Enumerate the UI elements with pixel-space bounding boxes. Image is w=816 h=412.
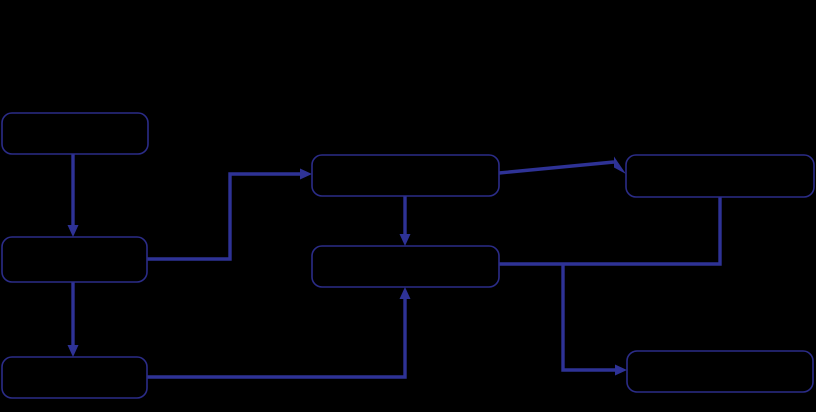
edge-righttop-to-centermiddle [499, 197, 722, 266]
edge-centertop-to-righttop-arrowhead-icon [614, 156, 626, 174]
box-center-middle [311, 245, 500, 288]
box-bottom-right [626, 350, 814, 393]
edge-centertop-to-centermiddle-arrowhead-icon [399, 234, 411, 246]
edge-midleft-to-bottomleft-arrowhead-icon [67, 345, 79, 357]
box-top-left [1, 112, 149, 155]
edge-bottomleft-to-centermiddle-arrowhead-icon [399, 287, 411, 299]
box-center-top [311, 154, 500, 197]
edge-topleft-to-midleft-arrowhead-icon [67, 225, 79, 237]
box-bottom-left [1, 356, 148, 399]
edge-centertop-to-righttop [498, 160, 615, 175]
edge-bottomleft-to-centermiddle [147, 299, 407, 379]
edges-layer [67, 154, 722, 379]
nodes-layer [1, 112, 815, 399]
edge-midleft-to-centertop [147, 172, 300, 261]
box-mid-left [1, 236, 148, 283]
edge-branch-to-bottomright [561, 264, 615, 372]
edge-branch-to-bottomright-arrowhead-icon [615, 364, 627, 376]
box-right-top [625, 154, 815, 198]
edge-midleft-to-centertop-arrowhead-icon [300, 168, 312, 180]
